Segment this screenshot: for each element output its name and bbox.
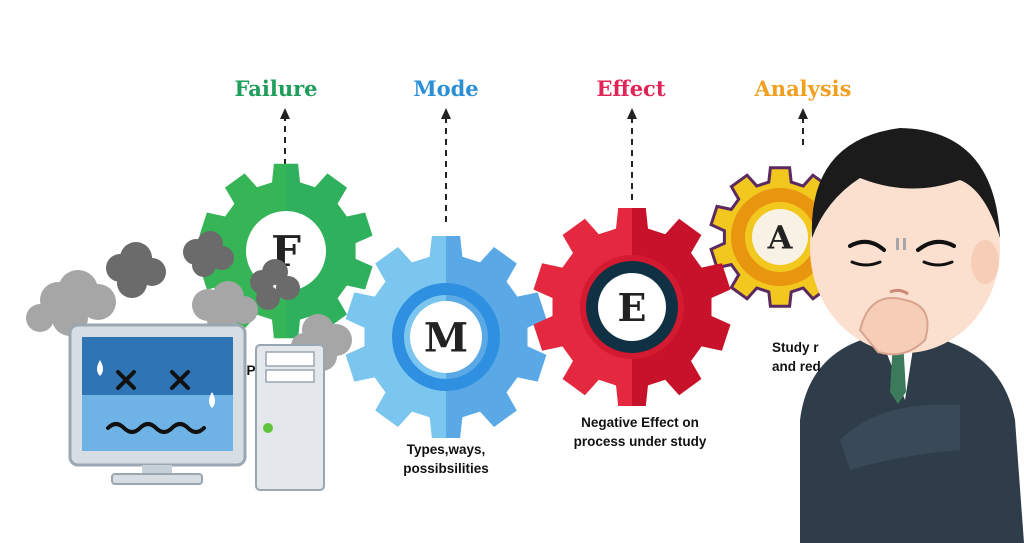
caption-mode-line2: possibsilities: [403, 461, 489, 476]
caption-effect-line2: process under study: [573, 434, 707, 449]
heading-effect: Effect: [596, 76, 666, 101]
gearA-letter: A: [767, 219, 794, 257]
caption-effect: Negative Effect on process under study: [574, 413, 707, 451]
smoke-clouds: [26, 231, 352, 371]
heading-failure: Failure: [234, 76, 318, 101]
heading-mode: Mode: [413, 76, 479, 101]
caption-mode-line1: Types,ways,: [406, 442, 486, 457]
gearM-letter: M: [424, 314, 468, 361]
effect-gear: E: [533, 208, 731, 406]
caption-analysis-line1: Study r: [772, 340, 819, 355]
heading-analysis: Analysis: [754, 76, 852, 101]
caption-failure-line1: P: [246, 363, 256, 378]
pc-tower: [255, 344, 325, 491]
caption-failure: P: [246, 361, 255, 380]
gearF-right-half: [286, 163, 373, 339]
caption-analysis-line2: and red: [772, 359, 821, 374]
dashed-arrows: [284, 118, 804, 222]
gearA-hub: [752, 209, 808, 265]
broken-monitor: [68, 323, 247, 485]
gearE-inner-disc: [598, 273, 666, 341]
mode-gear: M: [345, 236, 547, 438]
thinking-man-illustration: [800, 128, 1024, 543]
arrow-heads: [280, 108, 808, 119]
caption-effect-line1: Negative Effect on: [581, 415, 699, 430]
gearM-ring: [392, 283, 500, 391]
gearM-hub: [410, 301, 482, 373]
caption-analysis: Study r and red: [772, 338, 821, 376]
gearE-ring: [580, 255, 684, 359]
caption-mode: Types,ways, possibsilities: [403, 440, 489, 478]
gearE-letter-front: E: [618, 285, 647, 330]
